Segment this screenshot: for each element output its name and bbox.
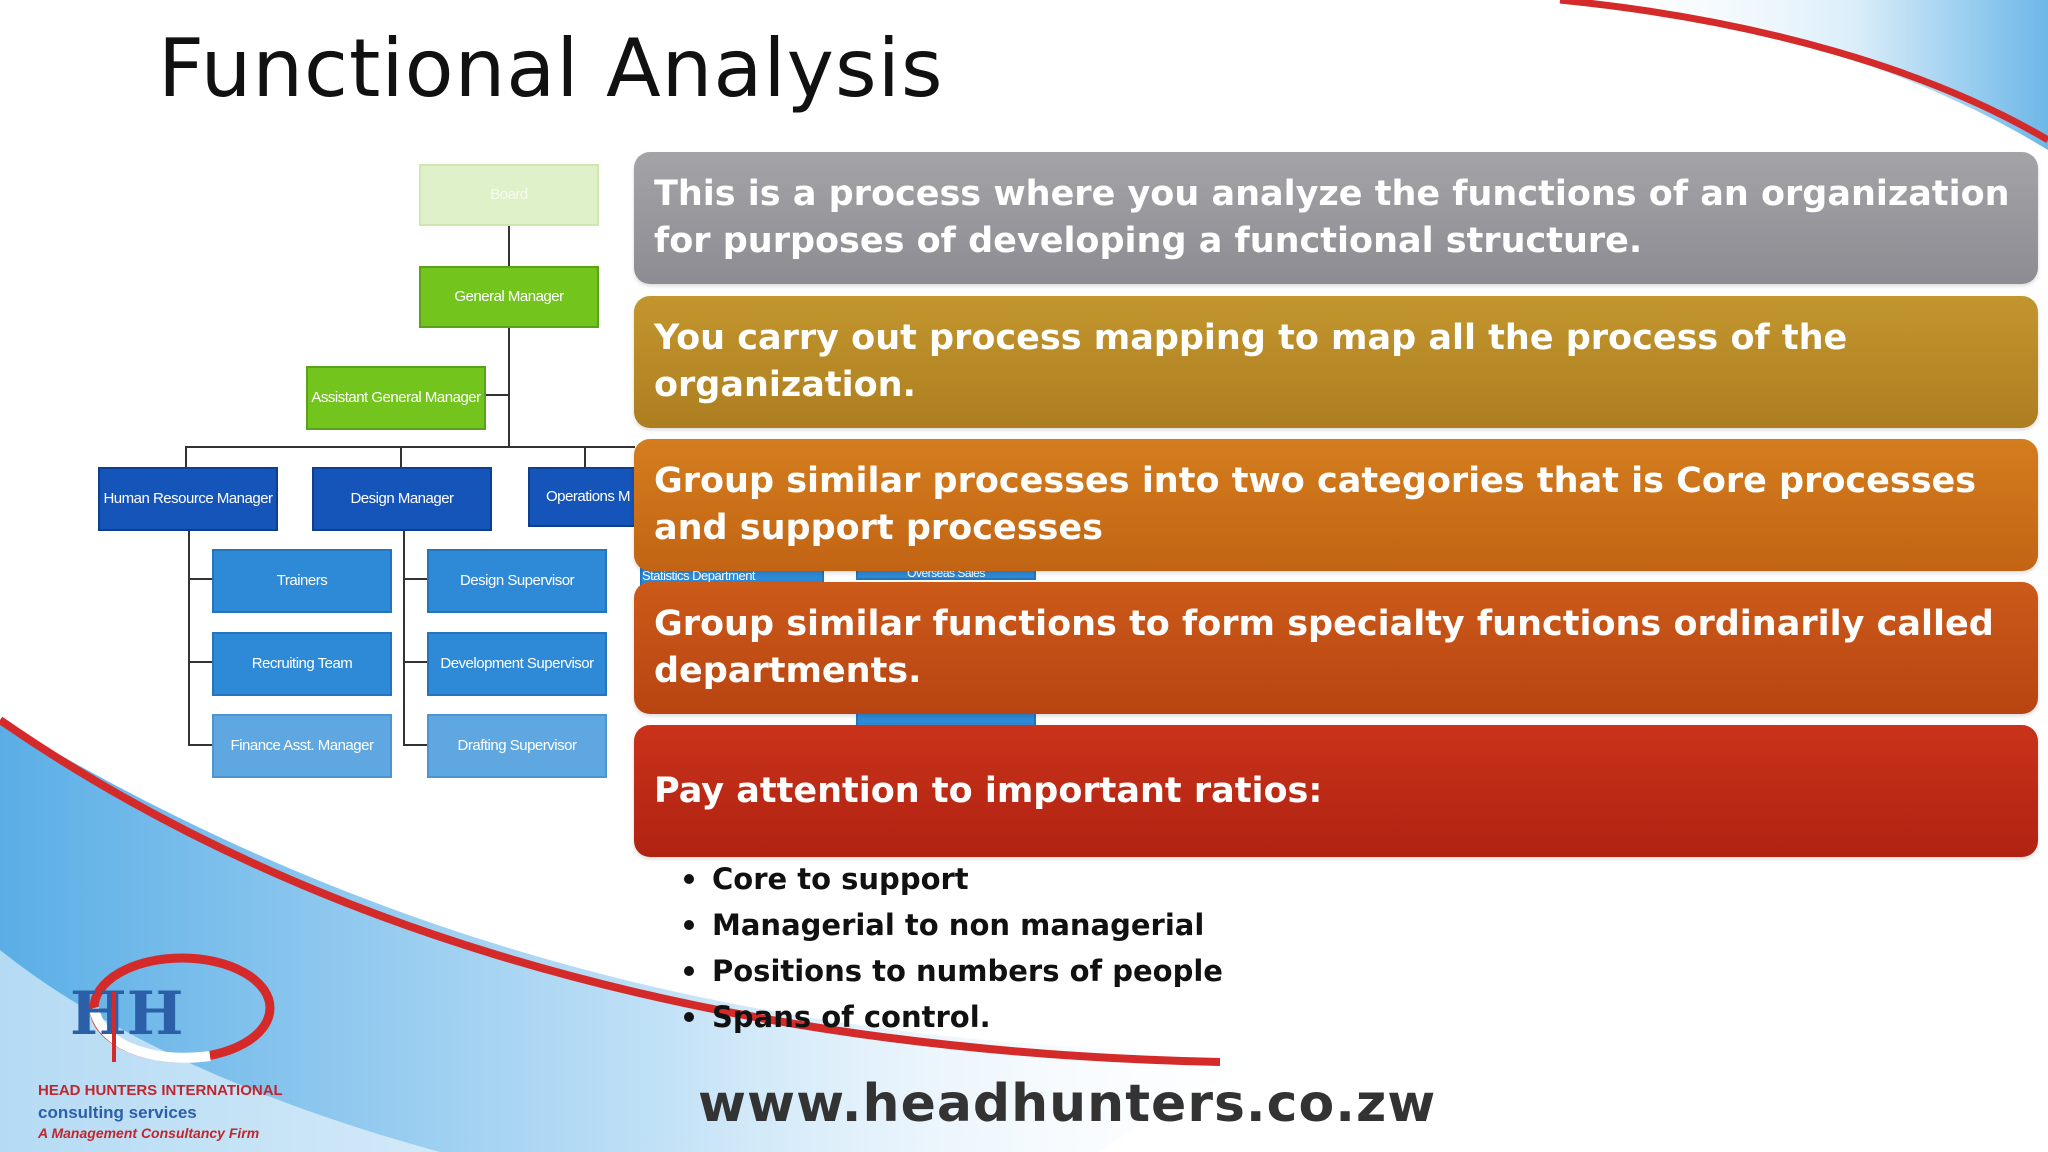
list-item: Core to support — [680, 856, 1223, 902]
slide-title: Functional Analysis — [158, 22, 944, 115]
org-development-supervisor-box: Development Supervisor — [427, 632, 607, 696]
ratios-list: Core to support Managerial to non manage… — [680, 856, 1223, 1040]
bullet-icon — [684, 874, 694, 884]
list-item: Managerial to non managerial — [680, 902, 1223, 948]
banner-text: Group similar functions to form specialt… — [654, 604, 1994, 691]
org-drafting-supervisor-box: Drafting Supervisor — [427, 714, 607, 778]
banner-ratios: Pay attention to important ratios: — [634, 725, 2038, 857]
bullet-icon — [684, 1012, 694, 1022]
banner-text: Group similar processes into two categor… — [654, 461, 1977, 548]
list-item: Spans of control. — [680, 994, 1223, 1040]
website-url: www.headhunters.co.zw — [698, 1074, 1437, 1134]
banner-text: Pay attention to important ratios: — [654, 770, 1323, 811]
logo-subtagline: A Management Consultancy Firm — [38, 1125, 260, 1141]
org-assistant-gm-box: Assistant General Manager — [306, 366, 486, 430]
org-general-manager-box: General Manager — [419, 266, 599, 328]
banner-text: This is a process where you analyze the … — [654, 174, 2010, 261]
logo-tagline: consulting services — [38, 1103, 197, 1122]
banner-process-mapping: You carry out process mapping to map all… — [634, 296, 2038, 428]
head-hunters-logo-icon: HH — [70, 953, 275, 1063]
banner-group-functions: Group similar functions to form specialt… — [634, 582, 2038, 714]
logo-name: HEAD HUNTERS INTERNATIONAL — [38, 1082, 283, 1099]
banner-group-processes: Group similar processes into two categor… — [634, 439, 2038, 571]
org-trainers-box: Trainers — [212, 549, 392, 613]
org-hr-manager-box: Human Resource Manager — [98, 467, 278, 531]
org-board-box: Board — [419, 164, 599, 226]
bullet-icon — [684, 966, 694, 976]
org-design-manager-box: Design Manager — [312, 467, 492, 531]
org-recruiting-box: Recruiting Team — [212, 632, 392, 696]
banner-text: You carry out process mapping to map all… — [654, 318, 1848, 405]
org-operations-box: Operations M — [528, 467, 638, 527]
logo-letters: HH — [70, 979, 183, 1049]
banner-process-definition: This is a process where you analyze the … — [634, 152, 2038, 284]
org-finance-box: Finance Asst. Manager — [212, 714, 392, 778]
list-item: Positions to numbers of people — [680, 948, 1223, 994]
bullet-icon — [684, 920, 694, 930]
org-design-supervisor-box: Design Supervisor — [427, 549, 607, 613]
